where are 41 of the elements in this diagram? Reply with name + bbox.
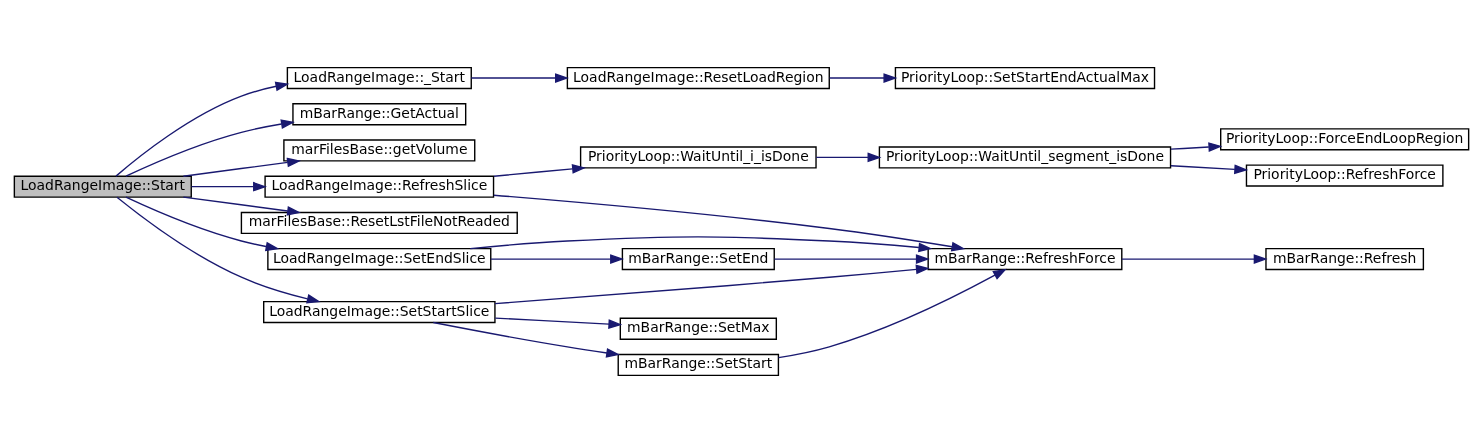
node-box: LoadRangeImage::ResetLoadRegion bbox=[566, 66, 830, 90]
node-box: PriorityLoop::RefreshForce bbox=[1245, 164, 1444, 187]
arrow bbox=[469, 236, 933, 253]
arrow bbox=[432, 321, 621, 358]
node-box: mBarRange::GetActual bbox=[292, 103, 467, 126]
arrow bbox=[490, 254, 625, 264]
arrow bbox=[493, 164, 586, 177]
arrow bbox=[777, 268, 1007, 359]
arrow bbox=[125, 119, 295, 177]
node-box: mBarRange::SetMax bbox=[619, 317, 778, 340]
arrow bbox=[125, 196, 280, 252]
arrow bbox=[182, 157, 301, 177]
node-box: marFilesBase::getVolume bbox=[283, 139, 476, 162]
node-box: PriorityLoop::SetStartEndActualMax bbox=[894, 66, 1156, 90]
arrow bbox=[1170, 164, 1249, 175]
node-box: LoadRangeImage::SetStartSlice bbox=[263, 300, 496, 324]
arrow bbox=[828, 73, 898, 83]
arrow bbox=[190, 181, 267, 192]
node-box: LoadRangeImage::SetEndSlice bbox=[267, 247, 492, 271]
node-box: PriorityLoop::WaitUntil_segment_isDone bbox=[878, 146, 1172, 169]
arrow bbox=[470, 73, 569, 83]
arrow bbox=[115, 81, 290, 177]
node-box: mBarRange::SetStart bbox=[617, 353, 780, 377]
arrow bbox=[494, 264, 930, 305]
node-box: mBarRange::SetEnd bbox=[621, 247, 775, 271]
arrow bbox=[493, 194, 966, 252]
arrow bbox=[494, 317, 623, 329]
node-box: mBarRange::Refresh bbox=[1265, 247, 1425, 271]
node-box: mBarRange::RefreshForce bbox=[927, 247, 1123, 271]
arrow bbox=[773, 254, 930, 264]
node-box: LoadRangeImage::Start bbox=[13, 175, 192, 198]
node-box: PriorityLoop::WaitUntil_i_isDone bbox=[579, 146, 817, 169]
arrow bbox=[116, 196, 321, 304]
arrow bbox=[815, 152, 882, 163]
node-box: LoadRangeImage::RefreshSlice bbox=[264, 175, 495, 198]
arrow bbox=[1170, 142, 1223, 152]
node-box: marFilesBase::ResetLstFileNotReaded bbox=[240, 211, 518, 235]
arrow bbox=[1121, 254, 1268, 264]
node-box: PriorityLoop::ForceEndLoopRegion bbox=[1220, 128, 1470, 151]
arrow bbox=[182, 196, 301, 216]
node-box: LoadRangeImage::_Start bbox=[286, 66, 472, 90]
